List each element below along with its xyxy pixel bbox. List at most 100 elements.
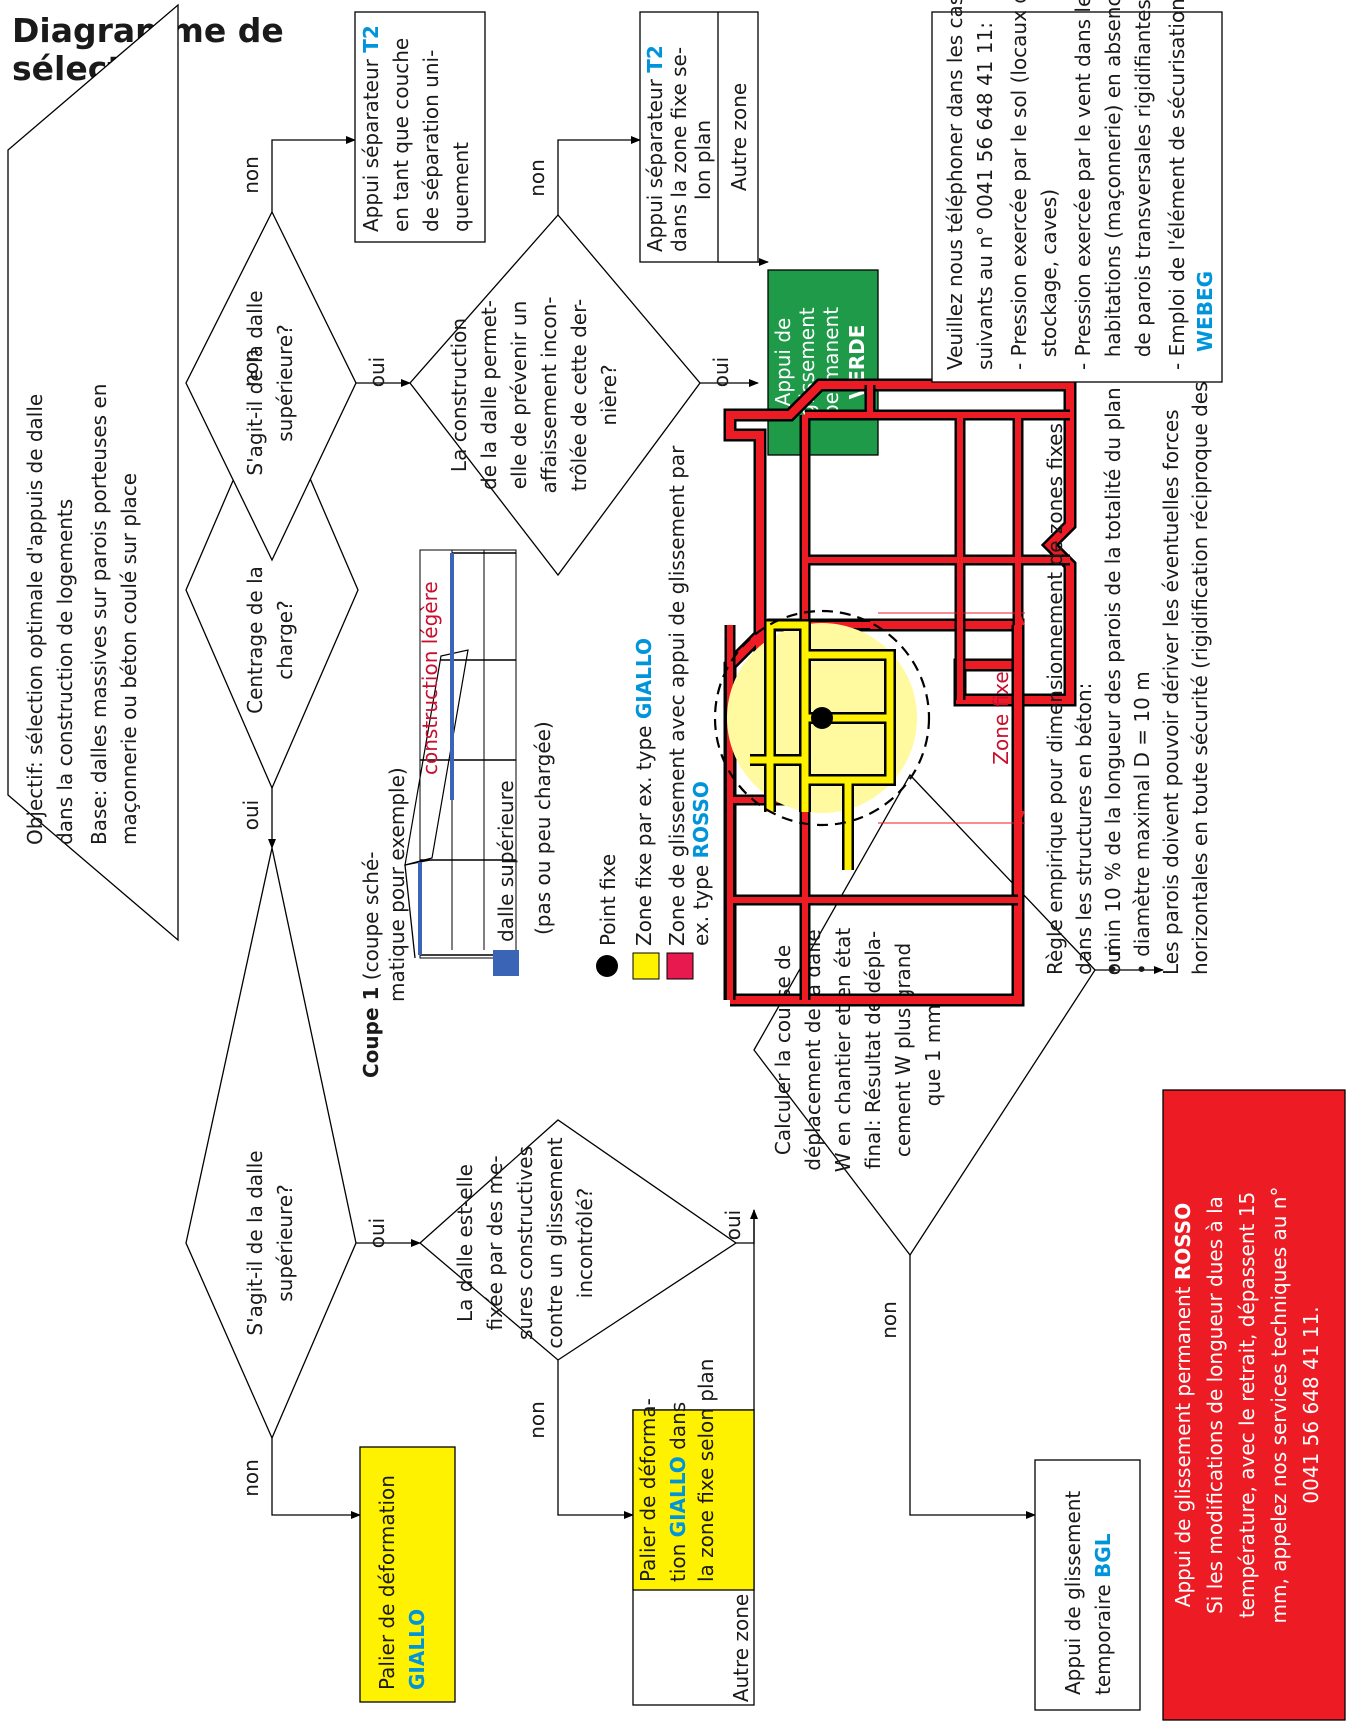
- objective-text: Objectif: sélection optimale d'appuis de…: [23, 384, 141, 845]
- result-rosso-line-5: 0041 56 648 41 11.: [1299, 1306, 1323, 1503]
- decision-calculer-line-3: W en chantier et en état: [831, 928, 855, 1173]
- contact-line-5: - Pression exercée par le vent dans les: [1071, 0, 1095, 370]
- floor-plan: [713, 378, 1077, 1007]
- connector-left-non: [271, 1438, 361, 1519]
- contact-box-frame: [931, 11, 1223, 383]
- label-calculer-oui: oui: [1101, 945, 1125, 975]
- result-t2-zone-autre: Autre zone: [727, 83, 751, 191]
- result-t2-zone-line-3: lon plan: [691, 120, 715, 200]
- result-giallo: Palier de déformation GIALLO: [359, 1446, 456, 1703]
- decision-dalle-left-line-1: S'agit-il de la dalle: [243, 1150, 267, 1335]
- result-t2-top-line-4: quement: [449, 142, 473, 232]
- plan-legend: Point fixe Zone fixe par ex. type GIALLO…: [596, 445, 713, 980]
- result-bgl-box: [1034, 1459, 1141, 1711]
- label-affaissement-non: non: [525, 159, 549, 197]
- legend-zone-glissement-line-1: Zone de glissement avec appui de glissem…: [665, 445, 689, 946]
- contact-line-8: - Emploi de l'élément de sécurisation: [1165, 0, 1189, 370]
- decision-affaissement-line-4: affaissement incon-: [537, 296, 561, 493]
- result-verde-line-1: Appui de: [771, 318, 795, 407]
- legend-zone-glissement-swatch: [666, 952, 694, 980]
- label-left-non: non: [239, 1459, 263, 1497]
- result-t2-zone-line-1: Appui séparateur T2: [643, 45, 667, 252]
- objective-line-3: Base: dalles massives sur parois porteus…: [87, 384, 111, 845]
- coupe-title: Coupe 1 (coupe sché-: [359, 852, 383, 1078]
- decision-glissement-line-5: incontrôlé?: [573, 1188, 597, 1298]
- result-bgl-line-2: temporaire BGL: [1091, 1533, 1115, 1695]
- result-verde: Appui de glissement permanent VERDE: [767, 269, 879, 456]
- decision-affaissement-line-2: de la dalle permet-: [477, 300, 501, 490]
- objective-line-4: maçonnerie ou béton coulé sur place: [117, 473, 141, 845]
- decision-dalle-left-line-2: supérieure?: [273, 1184, 297, 1302]
- rules-line-3: • min 10 % de la longueur des parois de …: [1101, 387, 1125, 975]
- decision-calculer-line-5: cement W plus grand: [891, 943, 915, 1157]
- zone-fixe-label: Zone fixe: [989, 671, 1013, 764]
- result-t2-zone-product: T2: [643, 45, 667, 73]
- result-verde-box: [767, 269, 879, 456]
- connector-calculer-non: [909, 1255, 1036, 1519]
- decision-glissement-line-3: sures constructives: [513, 1146, 537, 1340]
- decision-centrage-line-2: charge?: [273, 600, 297, 679]
- label-glissement-non: non: [525, 1401, 549, 1439]
- decision-glissement: [419, 1119, 738, 1361]
- coupe-subtitle: matique pour exemple): [385, 767, 409, 1002]
- label-left-oui: oui: [365, 1218, 389, 1248]
- decision-glissement-line-2: fixée par des me-: [483, 1155, 507, 1330]
- connector-affaissement-non: [557, 136, 641, 215]
- result-t2-top: Appui séparateur T2 en tant que couche d…: [354, 11, 486, 243]
- decision-calculer-line-1: Calculer la course de: [771, 945, 795, 1155]
- legend-zone-glissement-product: ROSSO: [689, 781, 713, 858]
- legend-point-fixe: Point fixe: [596, 854, 620, 946]
- result-rosso-line-4: mm, appelez nos services techniques au n…: [1267, 1187, 1291, 1624]
- decision-glissement-line-1: La dalle est-elle: [453, 1164, 477, 1322]
- decision-centrage: [185, 388, 359, 790]
- decision-affaissement-line-1: La construction: [447, 318, 471, 472]
- label-calculer-non: non: [877, 1301, 901, 1339]
- result-verde-line-3: permanent: [819, 307, 843, 417]
- contact-line-1: Veuillez nous téléphoner dans les cas: [943, 0, 967, 370]
- result-giallo-box: [359, 1446, 456, 1703]
- result-bgl-line-1: Appui de glissement: [1061, 1491, 1085, 1695]
- coupe-construction-legere: construction légère: [418, 581, 442, 775]
- connector-glissement-non: [557, 1360, 634, 1519]
- decision-dalle-right-line-1: S'agit-il de la dalle: [243, 290, 267, 475]
- contact-product: WEBEG: [1193, 271, 1217, 352]
- decision-calculer-line-4: final: Résultat de dépla-: [861, 931, 885, 1170]
- decision-centrage-line-1: Centrage de la: [243, 566, 267, 714]
- label-centrage-oui: oui: [239, 800, 263, 830]
- result-rosso-line-2: Si les modifications de longueur dues à …: [1203, 1196, 1227, 1614]
- legend-zone-glissement-line-2: ex. type ROSSO: [689, 781, 713, 946]
- result-giallo-product: GIALLO: [405, 1609, 429, 1690]
- coupe-legend-swatch: [493, 950, 519, 976]
- result-t2-top-line-3: de séparation uni-: [419, 50, 443, 232]
- rules-line-1: Règle empirique pour dimensionnement de …: [1043, 423, 1067, 975]
- contact-line-4: stockage, caves): [1037, 189, 1061, 370]
- label-right-non: non: [239, 156, 263, 194]
- rules-line-5: Les parois doivent pouvoir dériver les é…: [1159, 409, 1183, 975]
- result-bgl-product: BGL: [1091, 1533, 1115, 1578]
- result-t2-zone-line-2: dans la zone fixe se-: [667, 47, 691, 252]
- result-giallo-zone: Palier de déforma- tion GIALLO dans la z…: [632, 1359, 755, 1706]
- rules-line-4: • diamètre maximal D = 10 m: [1130, 671, 1154, 975]
- coupe-drawing: [404, 549, 517, 959]
- point-fixe: [811, 707, 833, 729]
- objective-line-1: Objectif: sélection optimale d'appuis de…: [23, 394, 47, 845]
- objective-line-2: dans la construction de logements: [53, 499, 77, 845]
- decision-glissement-line-4: contre un glissement: [543, 1137, 567, 1348]
- legend-point-fixe-icon: [596, 955, 618, 977]
- plan-walls: [727, 385, 1070, 1000]
- result-rosso: Appui de glissement permanent ROSSO Si l…: [1162, 1089, 1346, 1721]
- zone-fixe-dimension: Zone fixe: [878, 612, 1025, 824]
- result-t2-top-line-1: Appui séparateur T2: [359, 25, 383, 232]
- connector-right-non: [271, 136, 356, 212]
- decision-affaissement: [409, 214, 701, 577]
- result-rosso-line-1: Appui de glissement permanent ROSSO: [1171, 1203, 1195, 1607]
- result-rosso-line-3: température, avec le retrait, dépassent …: [1235, 1192, 1259, 1618]
- contact-line-3: - Pression exercée par le sol (locaux de: [1007, 0, 1031, 370]
- coupe-legend-sublabel: (pas ou peu chargée): [531, 721, 555, 935]
- result-giallo-zone-line-2: tion GIALLO dans: [666, 1402, 690, 1582]
- decision-affaissement-line-5: trôlée de cette der-: [567, 299, 591, 492]
- decision-calculer-line-6: que 1 mm?: [921, 994, 945, 1107]
- result-rosso-product: ROSSO: [1171, 1203, 1195, 1280]
- label-glissement-oui: oui: [721, 1210, 745, 1240]
